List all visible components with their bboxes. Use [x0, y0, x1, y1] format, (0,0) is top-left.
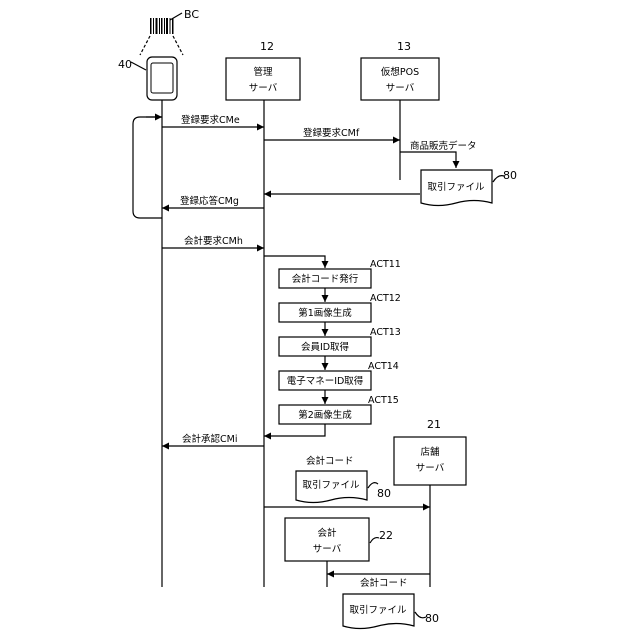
- arrow-act15-to-management: [264, 424, 325, 436]
- msg-accounting-code-1: 会計コード: [306, 455, 354, 467]
- msg-registration-response: 登録応答CMg: [180, 195, 239, 207]
- step-act13-label: 会員ID取得: [301, 341, 350, 353]
- ref-barcode: BC: [184, 8, 199, 21]
- msg-accounting-request: 会計要求CMh: [184, 235, 243, 247]
- msg-registration-request-f: 登録要求CMf: [303, 127, 360, 139]
- virtual-pos-server-label-1: 仮想POS: [381, 66, 419, 78]
- smartphone-icon: [147, 57, 177, 100]
- ref-management-server: 12: [260, 40, 274, 53]
- msg-accounting-code-2: 会計コード: [360, 577, 408, 589]
- step-act11-label: 会計コード発行: [292, 273, 359, 285]
- management-server-label-1: 管理: [253, 66, 273, 78]
- step-act13-tag: ACT13: [370, 327, 401, 338]
- scan-line-left: [140, 36, 150, 55]
- ref-accounting-server: 22: [379, 529, 393, 542]
- ref-transaction-file-bottom: 80: [425, 612, 439, 625]
- accounting-server-leader: [370, 538, 379, 543]
- step-act15-tag: ACT15: [368, 395, 399, 406]
- msg-sales-data: 商品販売データ: [410, 140, 477, 152]
- transaction-file-middle-label: 取引ファイル: [302, 480, 360, 491]
- arrow-sales-data: [400, 152, 456, 168]
- step-act11-tag: ACT11: [370, 259, 401, 270]
- step-act14-tag: ACT14: [368, 361, 399, 372]
- msg-accounting-approval: 会計承認CMi: [182, 433, 237, 445]
- ref-transaction-file-top: 80: [503, 169, 517, 182]
- accounting-server-label-2: サーバ: [313, 544, 342, 555]
- loop-bracket: [133, 117, 162, 218]
- store-server-box: [394, 437, 466, 485]
- step-act12-label: 第1画像生成: [298, 307, 352, 319]
- store-server-label-2: サーバ: [416, 463, 445, 474]
- ref-virtual-pos-server: 13: [397, 40, 411, 53]
- ref-store-server: 21: [427, 418, 441, 431]
- management-server-label-2: サーバ: [249, 83, 278, 94]
- ref-terminal: 40: [118, 58, 132, 71]
- scan-line-right: [173, 36, 183, 55]
- virtual-pos-server-label-2: サーバ: [386, 83, 415, 94]
- store-server-label-1: 店舗: [420, 446, 440, 458]
- step-act14-label: 電子マネーID取得: [287, 375, 364, 387]
- msg-registration-request-e: 登録要求CMe: [181, 114, 240, 126]
- accounting-server-label-1: 会計: [317, 527, 337, 539]
- terminal-leader: [131, 62, 146, 70]
- transaction-file-top-label: 取引ファイル: [427, 182, 485, 193]
- step-act15-label: 第2画像生成: [298, 409, 352, 421]
- arrow-to-act11: [264, 256, 325, 268]
- ref-transaction-file-middle: 80: [377, 487, 391, 500]
- barcode-icon: [150, 18, 174, 34]
- barcode-leader: [170, 13, 182, 20]
- step-act12-tag: ACT12: [370, 293, 401, 304]
- transaction-file-bottom-label: 取引ファイル: [349, 605, 407, 616]
